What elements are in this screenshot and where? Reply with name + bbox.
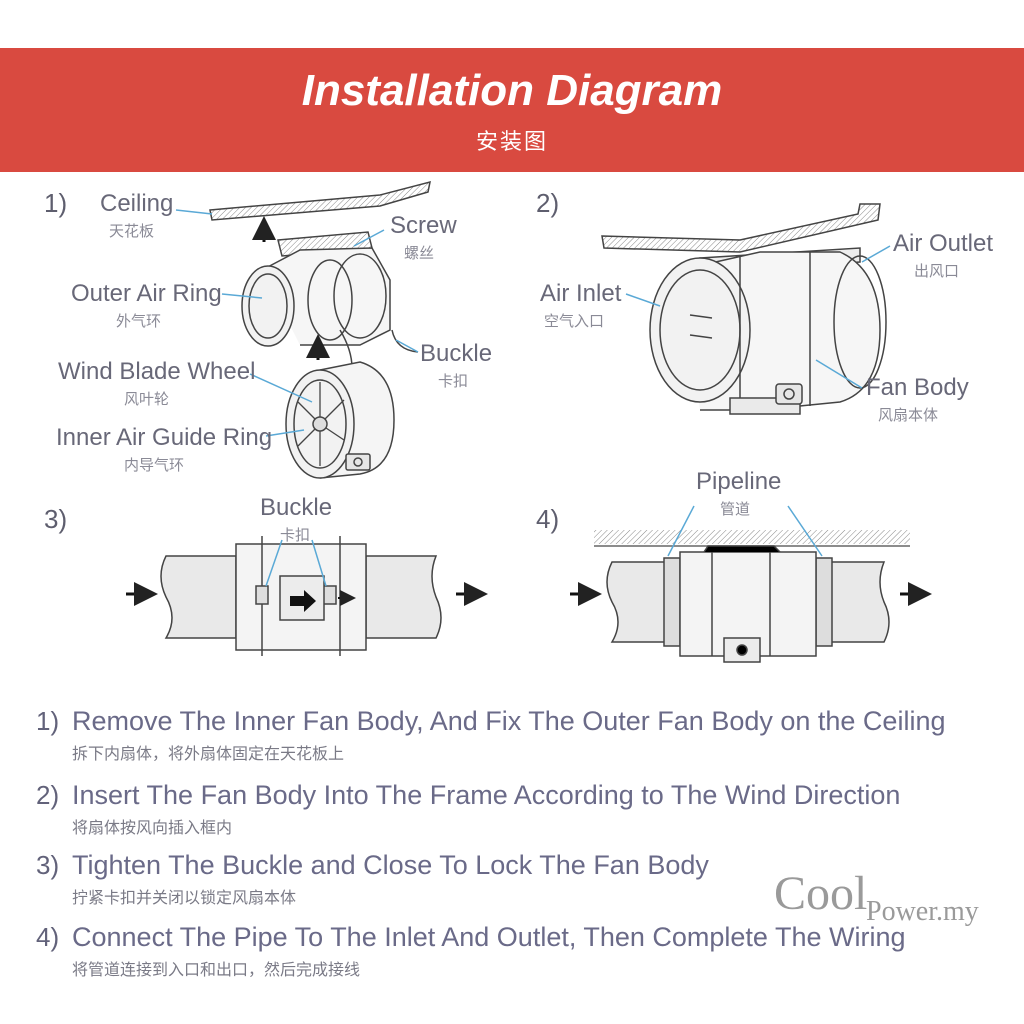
label-buckle-2-zh: 卡扣	[280, 526, 311, 544]
step-3-text-zh: 拧紧卡扣并关闭以锁定风扇本体	[72, 888, 297, 907]
label-buckle-2: Buckle	[260, 494, 333, 521]
panel-4-drawing	[570, 505, 932, 663]
panel-2-drawing	[601, 203, 891, 415]
watermark-power: Power.my	[866, 896, 979, 927]
label-fan-body-zh: 风扇本体	[878, 406, 939, 424]
watermark-cool: Cool	[774, 867, 868, 920]
label-screw: Screw	[390, 212, 457, 239]
page-subtitle: 安装图	[475, 130, 548, 155]
label-buckle-1: Buckle	[420, 340, 493, 367]
step-3-text: Tighten The Buckle and Close To Lock The…	[72, 850, 709, 880]
step-2-text-zh: 将扇体按风向插入框内	[72, 818, 233, 837]
step-2-number: 2)	[36, 780, 60, 810]
label-wind-blade-wheel: Wind Blade Wheel	[58, 358, 256, 385]
label-ceiling-zh: 天花板	[109, 222, 155, 240]
step-3: 3) Tighten The Buckle and Close To Lock …	[36, 850, 996, 910]
label-buckle-1-zh: 卡扣	[438, 372, 469, 390]
step-4-number: 4)	[36, 922, 60, 952]
label-inner-air-guide-ring-zh: 内导气环	[124, 456, 185, 474]
panel-2-number: 2)	[536, 188, 560, 218]
label-air-outlet: Air Outlet	[893, 230, 994, 257]
step-3-number: 3)	[36, 850, 60, 880]
step-2: 2) Insert The Fan Body Into The Frame Ac…	[36, 780, 996, 840]
label-air-outlet-zh: 出风口	[914, 262, 960, 280]
panel-1-number: 1)	[44, 188, 68, 218]
step-1-text: Remove The Inner Fan Body, And Fix The O…	[72, 706, 946, 736]
label-inner-air-guide-ring: Inner Air Guide Ring	[56, 424, 273, 451]
header-banner: Installation Diagram 安装图	[0, 48, 1024, 172]
label-air-inlet-zh: 空气入口	[544, 312, 605, 330]
step-4-text-zh: 将管道连接到入口和出口，然后完成接线	[72, 960, 361, 979]
panel-4-number: 4)	[536, 504, 560, 534]
label-pipeline-zh: 管道	[720, 500, 751, 518]
label-outer-air-ring: Outer Air Ring	[71, 280, 222, 307]
panel-3-number: 3)	[44, 504, 68, 534]
label-pipeline: Pipeline	[696, 468, 782, 495]
label-ceiling: Ceiling	[100, 190, 174, 217]
label-screw-zh: 螺丝	[404, 244, 435, 262]
step-4: 4) Connect The Pipe To The Inlet And Out…	[36, 922, 996, 982]
step-2-text: Insert The Fan Body Into The Frame Accor…	[72, 780, 901, 810]
panel-1-drawing	[175, 180, 431, 479]
label-fan-body: Fan Body	[866, 374, 969, 401]
step-1-number: 1)	[36, 706, 60, 736]
page-title: Installation Diagram	[301, 66, 723, 115]
label-wind-blade-wheel-zh: 风叶轮	[124, 390, 170, 408]
panel-3-drawing	[126, 536, 488, 656]
step-4-text: Connect The Pipe To The Inlet And Outlet…	[72, 922, 906, 952]
label-outer-air-ring-zh: 外气环	[116, 312, 162, 330]
label-air-inlet: Air Inlet	[540, 280, 622, 307]
step-1-text-zh: 拆下内扇体，将外扇体固定在天花板上	[72, 744, 345, 763]
step-1: 1) Remove The Inner Fan Body, And Fix Th…	[36, 706, 996, 766]
